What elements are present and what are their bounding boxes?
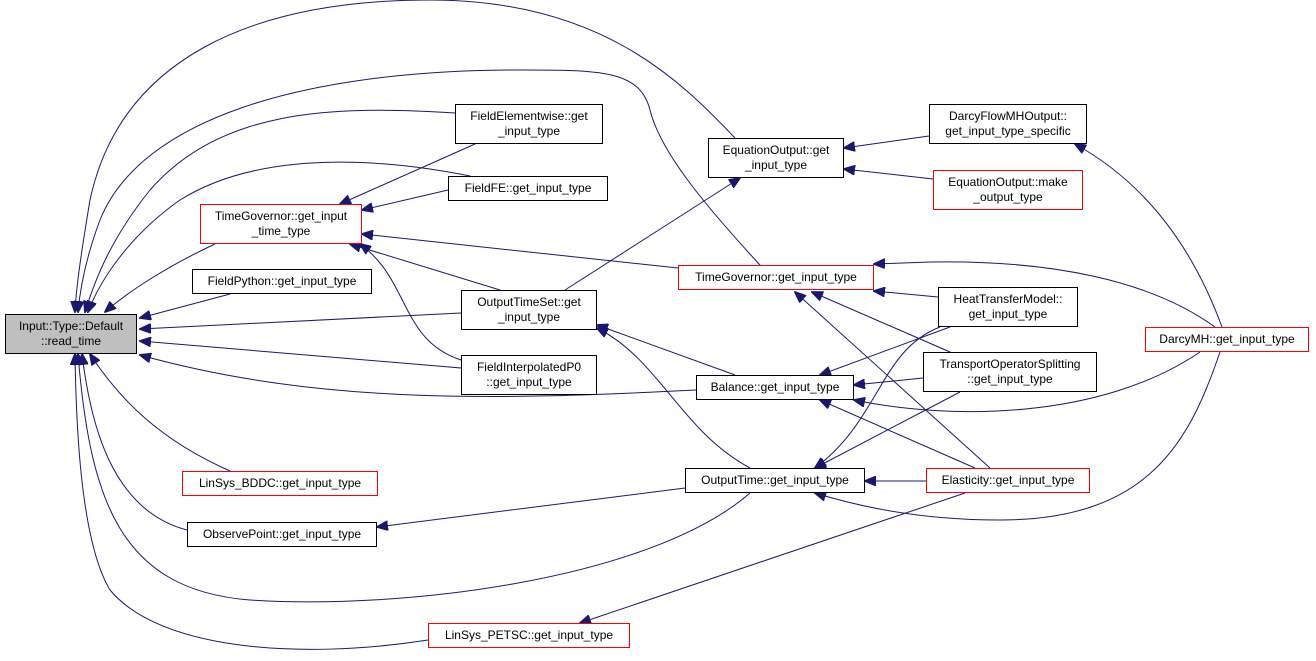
edge-darcymh-balance — [854, 351, 1201, 413]
node-label-line: _input_type — [497, 124, 561, 138]
edge-outputtime-outputtimeset — [597, 328, 751, 469]
node-label-line: DarcyFlowMHOutput:: — [948, 109, 1068, 123]
node-heat[interactable]: HeatTransferModel::get_input_type — [938, 287, 1078, 327]
node-label-line: LinSys_BDDC::get_input_type — [198, 476, 362, 490]
edge-fieldfe-root — [88, 161, 471, 312]
edge-darcymh-outputtime — [815, 351, 1221, 521]
node-field-interp[interactable]: FieldInterpolatedP0::get_input_type — [461, 355, 597, 395]
edge-tg-root — [78, 69, 761, 312]
edge-balance-outputtimeset — [597, 325, 736, 376]
node-balance[interactable]: Balance::get_input_type — [696, 375, 854, 400]
edge-heat-balance — [820, 326, 951, 375]
node-label-line: _output_type — [973, 190, 1043, 204]
edge-balance-root — [140, 355, 697, 398]
node-observe[interactable]: ObservePoint::get_input_type — [187, 522, 377, 547]
node-label-line: FieldFE::get_input_type — [464, 181, 592, 195]
edge-fieldinterp-tgtime — [360, 244, 462, 361]
edge-darcymh-tg — [874, 262, 1216, 328]
node-field-elementwise[interactable]: FieldElementwise::get_input_type — [455, 104, 603, 144]
node-label-line: DarcyMH::get_input_type — [1159, 332, 1295, 346]
node-output-time-set[interactable]: OutputTimeSet::get_input_type — [461, 290, 597, 330]
node-label-line: TransportOperatorSplitting — [939, 357, 1081, 371]
node-elasticity[interactable]: Elasticity::get_input_type — [926, 468, 1090, 493]
edge-eqoutput-root — [75, 0, 736, 312]
node-label-line: _input_type — [744, 158, 808, 172]
node-label-line: get_input_type — [968, 307, 1048, 321]
node-darcy-out[interactable]: DarcyFlowMHOutput::get_input_type_specif… — [929, 104, 1087, 144]
node-root: Input::Type::Default::read_time — [5, 314, 137, 354]
node-output-time[interactable]: OutputTime::get_input_type — [685, 468, 865, 493]
node-label-line: FieldElementwise::get — [470, 109, 588, 123]
node-label-line: Elasticity::get_input_type — [941, 473, 1075, 487]
edge-outputtime-observe — [377, 487, 686, 527]
edge-transport-tg — [812, 292, 951, 353]
edge-elasticity-petsc — [580, 492, 966, 623]
edge-outputtime-root — [78, 354, 751, 603]
node-label-line: OutputTime::get_input_type — [701, 473, 849, 487]
node-transport[interactable]: TransportOperatorSplitting::get_input_ty… — [923, 352, 1097, 392]
node-label-line: _time_type — [251, 224, 311, 238]
edge-petsc-root — [75, 354, 429, 650]
edge-tg-tgtime — [362, 234, 679, 269]
node-field-python[interactable]: FieldPython::get_input_type — [192, 269, 372, 294]
node-darcy-mh[interactable]: DarcyMH::get_input_type — [1145, 327, 1309, 352]
edge-fieldpython-root — [140, 293, 231, 318]
edge-elasticity-balance — [820, 400, 976, 469]
node-label-line: ::get_input_type — [486, 375, 572, 389]
node-label-line: FieldPython::get_input_type — [207, 274, 357, 288]
node-label-line: TimeGovernor::get_input_type — [695, 270, 857, 284]
edge-eqmake-eqoutput — [844, 169, 934, 180]
node-label-line: Balance::get_input_type — [710, 380, 840, 394]
node-tg-time[interactable]: TimeGovernor::get_input_time_type — [200, 204, 362, 244]
node-petsc[interactable]: LinSys_PETSC::get_input_type — [428, 623, 630, 648]
node-label-line: FieldInterpolatedP0 — [476, 360, 582, 374]
edge-outputtimeset-eqoutput — [564, 178, 740, 291]
node-label-line: EquationOutput::get — [722, 143, 830, 157]
edge-bddc-root — [90, 354, 231, 472]
node-label-line: LinSys_PETSC::get_input_type — [444, 628, 614, 642]
edge-transport-balance — [854, 377, 924, 385]
node-label-line: Input::Type::Default — [18, 319, 124, 333]
edge-fieldelementwise-root — [85, 109, 456, 312]
edge-darcymh-darcyout — [1075, 144, 1223, 328]
edge-heat-tg — [874, 291, 939, 298]
edge-observe-root — [82, 354, 188, 531]
edge-fieldelementwise-tgtime — [340, 143, 476, 204]
node-label-line: OutputTimeSet::get — [477, 295, 581, 309]
node-label-line: ObservePoint::get_input_type — [202, 527, 362, 541]
node-eq-output[interactable]: EquationOutput::get_input_type — [708, 138, 844, 178]
edge-elasticity-tg — [795, 292, 991, 469]
edge-outputtimeset-tgtime — [350, 244, 501, 291]
node-tg[interactable]: TimeGovernor::get_input_type — [678, 265, 874, 290]
node-label-line: _input_type — [497, 310, 561, 324]
edge-fieldinterp-root — [140, 341, 462, 369]
node-label-line: ::get_input_type — [967, 372, 1053, 386]
edge-outputtimeset-root — [140, 312, 462, 329]
node-label-line: EquationOutput::make — [948, 175, 1068, 189]
node-eq-make[interactable]: EquationOutput::make_output_type — [933, 170, 1083, 210]
node-label-line: ::read_time — [40, 334, 102, 348]
edge-tgtime-root — [105, 243, 216, 312]
edge-transport-outputtime — [815, 391, 961, 468]
node-bddc[interactable]: LinSys_BDDC::get_input_type — [182, 471, 378, 496]
node-label-line: get_input_type_specific — [945, 124, 1071, 138]
node-label-line: TimeGovernor::get_input — [214, 209, 348, 223]
node-label-line: HeatTransferModel:: — [953, 292, 1063, 306]
edge-fieldfe-tgtime — [362, 189, 449, 210]
edge-heat-outputtime — [815, 326, 941, 468]
node-field-fe[interactable]: FieldFE::get_input_type — [448, 176, 608, 201]
edge-darcyout-eqoutput — [844, 135, 930, 148]
